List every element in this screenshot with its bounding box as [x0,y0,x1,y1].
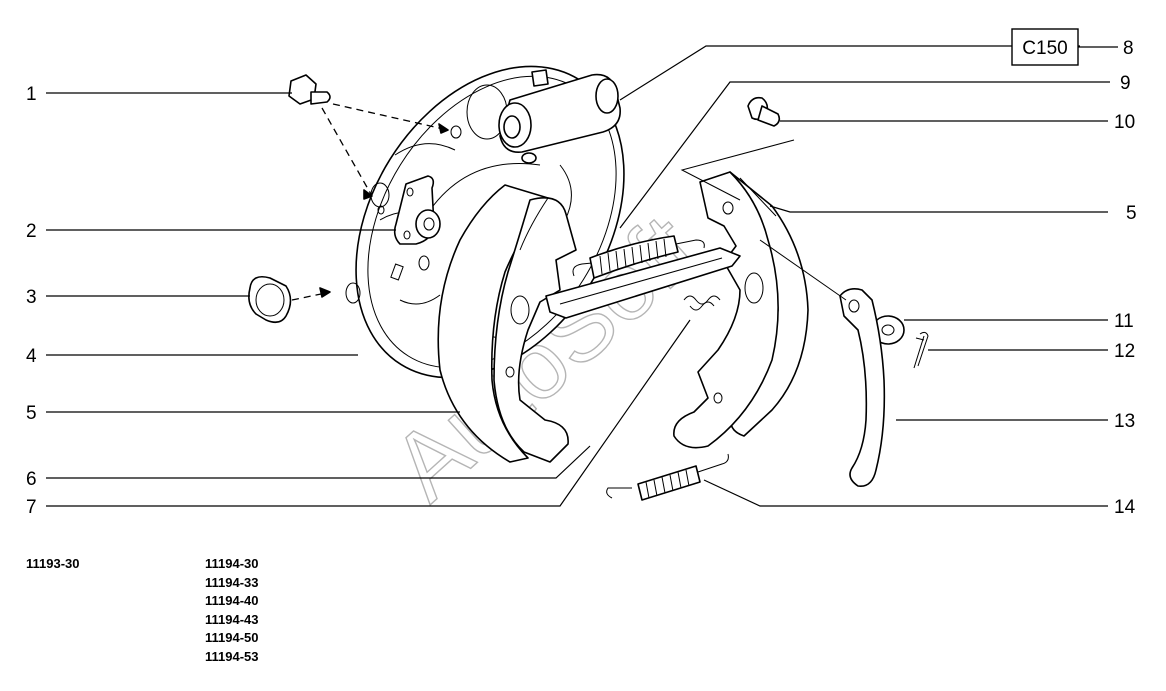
cotter-pin [913,331,929,369]
bolt [288,74,331,105]
callout-10: 10 [1114,112,1135,133]
leader-lines [46,45,1110,507]
upper-spring [572,235,705,279]
wheel-cylinder [498,69,621,164]
model-code: 11194-53 [205,648,259,664]
c150-label: C150 [1022,38,1067,59]
model-code-left: 11193-30 [26,555,80,574]
callout-9: 9 [1120,73,1131,94]
pin [747,96,781,127]
brake-assembly-diagram: AutoSoft [26,28,1137,521]
lower-spring [606,453,729,501]
callout-11: 11 [1114,311,1134,332]
callout-8: 8 [1123,38,1134,59]
strut-bar [545,247,741,319]
callout-2: 2 [26,221,37,242]
callout-12: 12 [1114,341,1135,362]
assembly-arrows [291,103,449,301]
callout-6: 6 [26,469,37,490]
callout-3: 3 [26,287,37,308]
model-code: 11194-50 [205,630,259,645]
anchor-bracket [393,175,441,245]
callout-5-right: 5 [1126,203,1137,224]
c150-label-box: C150 [1011,28,1079,66]
plug [248,275,292,324]
brake-shoe-right [673,171,809,449]
model-code-list: 11194-30 11194-33 11194-40 11194-43 1119… [205,555,259,666]
callout-5-left: 5 [26,403,37,424]
callout-numbers: 1 2 3 4 5 6 7 8 9 10 5 11 12 13 14 [26,38,1137,518]
parking-lever [839,288,886,487]
small-spring [683,295,721,311]
model-code: 11194-40 [205,593,259,608]
callout-7: 7 [26,497,37,518]
callout-4: 4 [26,346,37,367]
model-code: 11194-43 [205,611,259,627]
callout-13: 13 [1114,411,1135,432]
model-code: 11193-30 [26,556,80,571]
model-code: 11194-30 [205,556,259,571]
callout-1: 1 [26,84,37,105]
model-code: 11194-33 [205,574,259,590]
brake-shoe-left [437,184,577,463]
callout-14: 14 [1114,497,1136,518]
